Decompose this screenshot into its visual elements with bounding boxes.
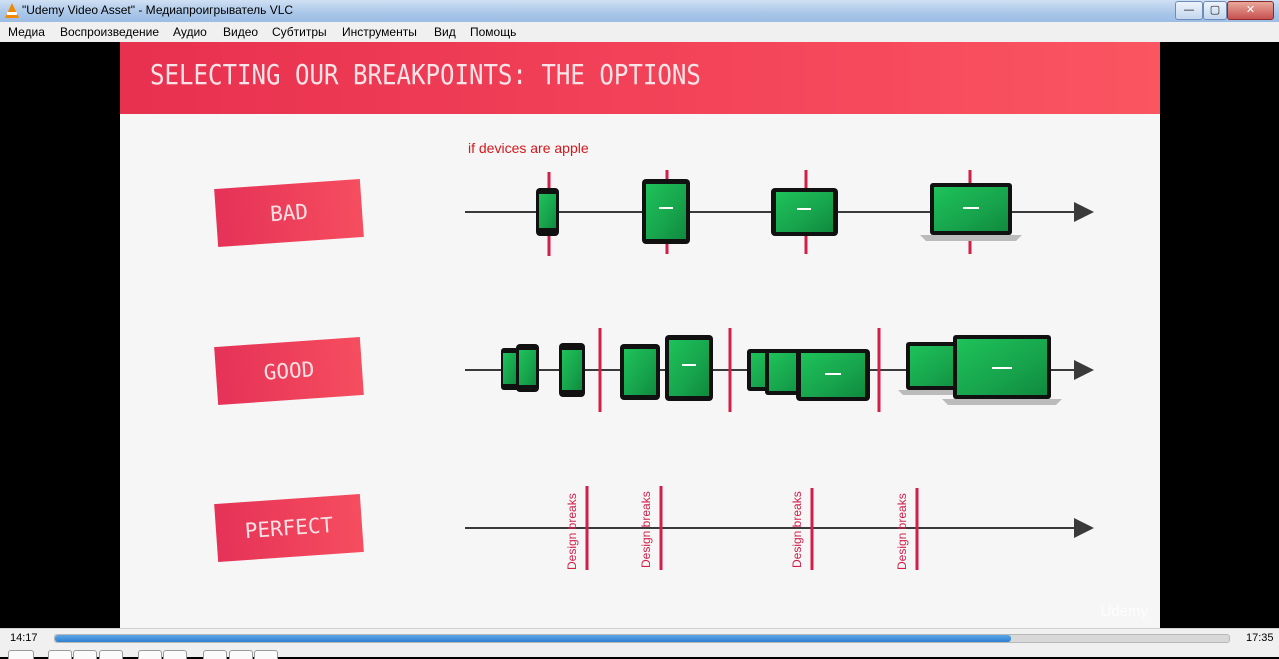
stop-button[interactable]	[73, 650, 97, 659]
menu-video[interactable]: Видео	[223, 25, 259, 39]
udemy-watermark: Udemy	[1100, 603, 1148, 620]
fullscreen-button[interactable]	[138, 650, 162, 659]
time-total: 17:35	[1246, 632, 1274, 644]
play-pause-button[interactable]	[8, 650, 34, 659]
vlc-cone-icon	[5, 3, 19, 18]
tablet-landscape-device	[771, 188, 838, 236]
minimize-button[interactable]: —	[1175, 1, 1203, 20]
menu-tools[interactable]: Инструменты	[342, 25, 417, 39]
menu-media[interactable]: Медиа	[8, 25, 45, 39]
menu-bar: Медиа Воспроизведение Аудио Видео Субтит…	[0, 22, 1279, 43]
design-break-label: Design breaks	[565, 493, 579, 570]
menu-audio[interactable]: Аудио	[173, 25, 207, 39]
laptop-device	[942, 335, 1062, 405]
phone-device	[501, 348, 519, 390]
slide-header: SELECTING OUR BREAKPOINTS: THE OPTIONS	[120, 42, 1160, 114]
restore-button[interactable]: ▢	[1203, 1, 1227, 20]
phone-device	[536, 188, 559, 236]
design-break-label: Design breaks	[895, 493, 909, 570]
previous-button[interactable]	[48, 650, 72, 659]
shuffle-button[interactable]	[254, 650, 278, 659]
phone-device	[559, 343, 585, 397]
design-break-marker: Design breaks	[565, 486, 589, 570]
window-titlebar: "Udemy Video Asset" - Медиапроигрыватель…	[0, 0, 1279, 23]
menu-view[interactable]: Вид	[434, 25, 456, 39]
menu-help[interactable]: Помощь	[470, 25, 517, 39]
design-break-label: Design breaks	[639, 491, 653, 568]
seek-progress	[55, 635, 1011, 642]
apple-note: if devices are apple	[468, 140, 589, 156]
phone-device	[516, 344, 539, 392]
playlist-button[interactable]	[203, 650, 227, 659]
seek-bar[interactable]	[54, 634, 1230, 643]
laptop-device	[920, 183, 1022, 241]
slide-title: SELECTING OUR BREAKPOINTS: THE OPTIONS	[150, 58, 701, 91]
design-break-label: Design breaks	[790, 491, 804, 568]
menu-subtitles[interactable]: Субтитры	[272, 25, 327, 39]
next-button[interactable]	[99, 650, 123, 659]
design-break-marker: Design breaks	[639, 486, 663, 570]
breakpoints-diagram: Design breaks Design breaks Design break…	[465, 170, 1094, 570]
menu-playback[interactable]: Воспроизведение	[60, 25, 160, 39]
design-break-marker: Design breaks	[895, 488, 919, 570]
extended-settings-button[interactable]	[163, 650, 187, 659]
design-break-marker: Design breaks	[790, 488, 814, 570]
tablet-portrait-device	[620, 344, 660, 400]
window-title: "Udemy Video Asset" - Медиапроигрыватель…	[22, 3, 294, 17]
video-area[interactable]: SELECTING OUR BREAKPOINTS: THE OPTIONS B…	[0, 42, 1279, 628]
player-controls: 14:17 17:35	[0, 628, 1279, 659]
loop-button[interactable]	[229, 650, 253, 659]
tablet-portrait-device	[642, 179, 690, 244]
close-button[interactable]: ✕	[1227, 1, 1274, 20]
tablet-portrait-device	[665, 335, 713, 401]
time-elapsed: 14:17	[10, 632, 38, 644]
tablet-landscape-device	[796, 349, 870, 401]
slide: SELECTING OUR BREAKPOINTS: THE OPTIONS B…	[120, 42, 1160, 628]
